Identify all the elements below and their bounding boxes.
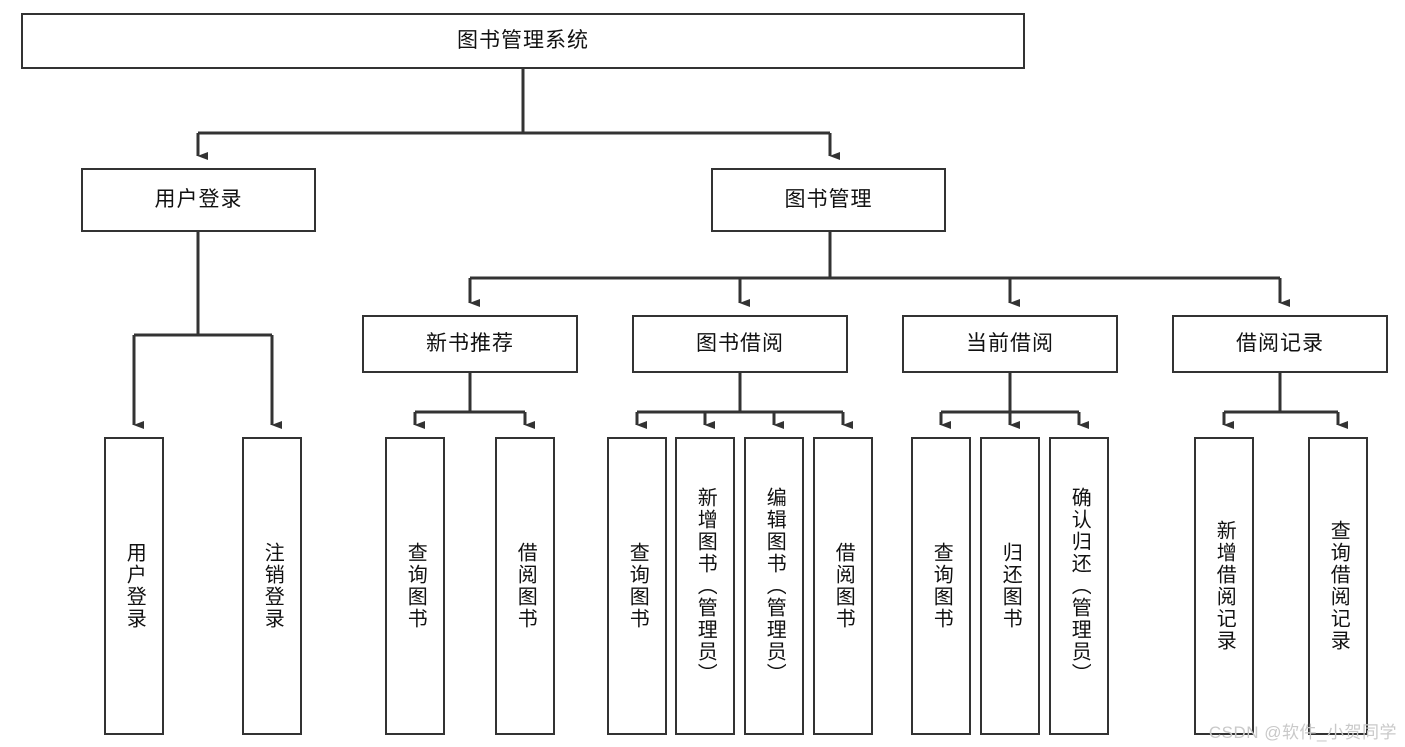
node-label: 查询图书 bbox=[626, 542, 649, 630]
node-label: 编辑图书（管理员） bbox=[763, 487, 786, 685]
node-label: 借阅图书 bbox=[514, 542, 537, 630]
leaf-logout[interactable]: 注销登录 bbox=[242, 437, 302, 735]
leaf-edit-book-admin[interactable]: 编辑图书（管理员） bbox=[744, 437, 804, 735]
node-label: 图书管理系统 bbox=[457, 28, 589, 52]
node-label: 图书借阅 bbox=[696, 331, 784, 355]
node-label: 用户登录 bbox=[123, 542, 146, 630]
node-label: 当前借阅 bbox=[966, 331, 1054, 355]
node-label: 新增借阅记录 bbox=[1213, 520, 1236, 652]
node-label: 借阅图书 bbox=[832, 542, 855, 630]
node-label: 查询借阅记录 bbox=[1327, 520, 1350, 652]
node-label: 图书管理 bbox=[784, 187, 873, 211]
node-label: 归还图书 bbox=[999, 542, 1022, 630]
node-label: 查询图书 bbox=[930, 542, 953, 630]
node-label: 借阅记录 bbox=[1236, 331, 1324, 355]
leaf-query-books-new[interactable]: 查询图书 bbox=[385, 437, 445, 735]
leaf-return-books[interactable]: 归还图书 bbox=[980, 437, 1040, 735]
node-new-book-recommend[interactable]: 新书推荐 bbox=[362, 315, 578, 373]
node-user-login[interactable]: 用户登录 bbox=[81, 168, 316, 232]
leaf-query-borrow-record[interactable]: 查询借阅记录 bbox=[1308, 437, 1368, 735]
node-label: 确认归还（管理员） bbox=[1068, 487, 1091, 685]
leaf-borrow-books-new[interactable]: 借阅图书 bbox=[495, 437, 555, 735]
leaf-confirm-return-admin[interactable]: 确认归还（管理员） bbox=[1049, 437, 1109, 735]
leaf-add-book-admin[interactable]: 新增图书（管理员） bbox=[675, 437, 735, 735]
leaf-query-books-borrow[interactable]: 查询图书 bbox=[607, 437, 667, 735]
node-label: 查询图书 bbox=[404, 542, 427, 630]
node-label: 用户登录 bbox=[154, 187, 243, 211]
node-label: 注销登录 bbox=[261, 542, 284, 630]
leaf-user-login[interactable]: 用户登录 bbox=[104, 437, 164, 735]
leaf-add-borrow-record[interactable]: 新增借阅记录 bbox=[1194, 437, 1254, 735]
node-book-borrow[interactable]: 图书借阅 bbox=[632, 315, 848, 373]
node-borrow-record[interactable]: 借阅记录 bbox=[1172, 315, 1388, 373]
node-current-borrow[interactable]: 当前借阅 bbox=[902, 315, 1118, 373]
leaf-query-books-current[interactable]: 查询图书 bbox=[911, 437, 971, 735]
node-root-book-management-system[interactable]: 图书管理系统 bbox=[21, 13, 1025, 69]
csdn-watermark: CSDN @软件_小贺同学 bbox=[1208, 723, 1397, 742]
node-book-management[interactable]: 图书管理 bbox=[711, 168, 946, 232]
node-label: 新书推荐 bbox=[426, 331, 514, 355]
leaf-borrow-books[interactable]: 借阅图书 bbox=[813, 437, 873, 735]
node-label: 新增图书（管理员） bbox=[694, 487, 717, 685]
